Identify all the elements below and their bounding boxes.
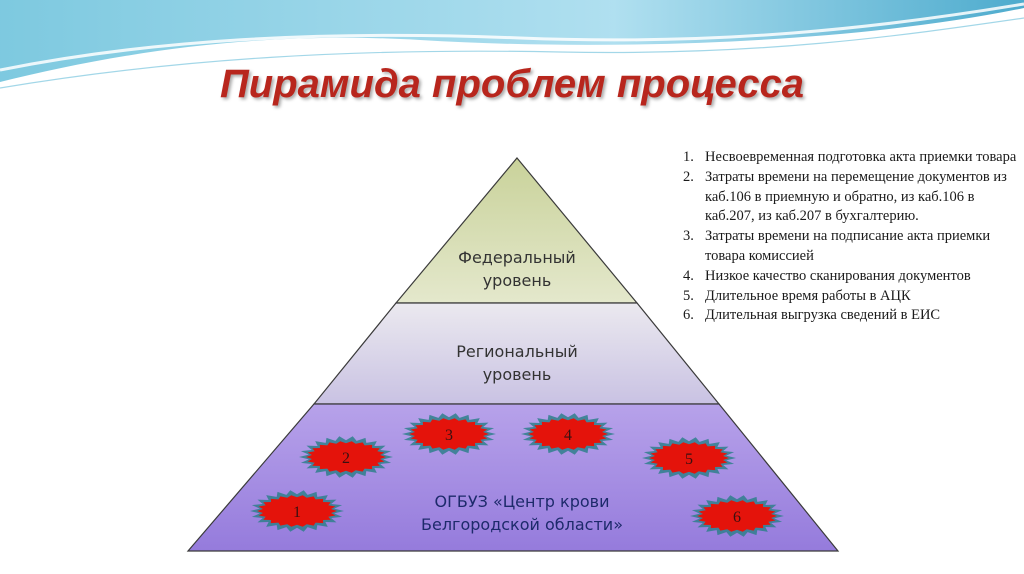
problem-list: 1. Несвоевременная подготовка акта приемк… — [683, 148, 1018, 326]
marker-number: 5 — [685, 451, 693, 468]
problem-number: 1. — [683, 149, 694, 165]
problem-item: 1. Несвоевременная подготовка акта приемк… — [683, 148, 1018, 168]
problem-markers: 1 2 3 4 5 6 — [250, 413, 784, 537]
problem-text: Длительное время работы в АЦК — [705, 287, 911, 304]
problem-item: 2. Затраты времени на перемещение докумен… — [683, 168, 1018, 227]
slide-title: Пирамида проблем процесса — [220, 62, 804, 106]
pyramid-label-federal: Федеральный уровень — [427, 246, 607, 292]
problem-item: 3. Затраты времени на подписание акта при… — [683, 227, 1018, 267]
header-wave-line — [0, 17, 1024, 89]
problem-marker-3: 3 — [402, 413, 496, 455]
problem-number: 6. — [683, 307, 694, 324]
problem-number: 5. — [683, 287, 694, 304]
problem-number: 3. — [683, 228, 694, 245]
label-line: уровень — [482, 271, 552, 290]
marker-seal-shape — [649, 442, 729, 474]
marker-number: 1 — [293, 504, 301, 521]
problem-marker-5: 5 — [642, 437, 736, 479]
label-line: Белгородской области» — [421, 515, 623, 534]
label-line: Федеральный — [458, 248, 576, 267]
problem-marker-1: 1 — [250, 490, 344, 532]
marker-seal-shape — [306, 441, 386, 473]
marker-seal-shape — [528, 418, 608, 450]
label-line: Региональный — [456, 342, 578, 361]
problem-marker-6: 6 — [690, 495, 784, 537]
header-wave — [0, 0, 1024, 82]
marker-seal-shape — [257, 495, 337, 527]
marker-number: 3 — [445, 427, 453, 444]
pyramid-label-regional: Региональный уровень — [422, 340, 612, 386]
marker-number: 4 — [564, 427, 572, 444]
problem-text: Длительная выгрузка сведений в ЕИС — [705, 307, 941, 324]
problem-number: 4. — [683, 267, 694, 284]
problem-item: 4. Низкое качество сканирования документо… — [683, 267, 1018, 287]
marker-number: 6 — [733, 509, 741, 526]
problem-number: 2. — [683, 168, 694, 185]
pyramid-label-organization: ОГБУЗ «Центр крови Белгородской области» — [402, 490, 642, 536]
marker-number: 2 — [342, 450, 350, 467]
problem-text: Затраты времени на подписание акта прием… — [705, 228, 991, 264]
problem-text: Несвоевременная подготовка акта приемки … — [705, 149, 1017, 165]
header-wave-highlight — [0, 2, 1024, 72]
label-line: ОГБУЗ «Центр крови — [434, 492, 610, 511]
problem-marker-4: 4 — [521, 413, 615, 455]
problem-item: 5. Длительное время работы в АЦК — [683, 287, 1018, 307]
problem-text: Низкое качество сканирования документов — [705, 267, 971, 284]
problem-item: 6. Длительная выгрузка сведений в ЕИС — [683, 306, 1018, 326]
problem-marker-2: 2 — [299, 436, 393, 478]
label-line: уровень — [482, 365, 552, 384]
problem-text: Затраты времени на перемещение документо… — [705, 168, 1007, 225]
marker-seal-shape — [697, 500, 777, 532]
marker-seal-shape — [409, 418, 489, 450]
